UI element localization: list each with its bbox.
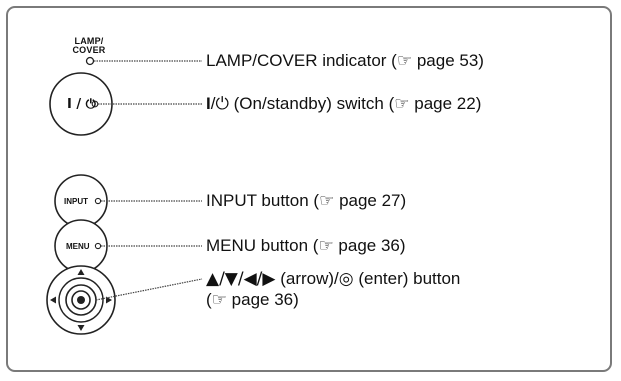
callout-lamp: LAMP/COVER indicator (☞ page 53)	[206, 50, 484, 72]
power-icon: ⏻	[215, 94, 229, 114]
input-button-text: INPUT	[64, 197, 88, 206]
pointing-hand-icon: ☞	[396, 51, 413, 71]
callout-arrow-open: (	[206, 290, 212, 309]
lamp-indicator	[85, 56, 202, 66]
callout-power: I/⏻ (On/standby) switch (☞ page 22)	[206, 93, 481, 115]
callout-arrow-glyphs: ▲/▼/◀/▶	[206, 269, 276, 289]
arrow-up-icon	[77, 269, 85, 275]
callout-lamp-open: (	[386, 51, 397, 70]
callout-arrow-name: (enter) button	[353, 269, 461, 288]
pointing-hand-icon: ☞	[318, 236, 334, 256]
callout-power-slash: /	[210, 94, 216, 113]
callout-input-ref: page 27	[339, 191, 401, 210]
callout-input-open: (	[308, 191, 320, 210]
callout-power-ref: page 22	[414, 94, 476, 113]
pointing-hand-icon: ☞	[211, 290, 227, 310]
callout-menu-name: MENU button	[206, 236, 309, 255]
power-switch	[49, 72, 202, 136]
lamp-cover-caption: LAMP/ COVER	[68, 37, 110, 55]
pointing-hand-icon: ☞	[319, 191, 335, 211]
pointing-hand-icon: ☞	[394, 94, 410, 114]
callout-input-close: )	[400, 191, 407, 210]
callout-input-name: INPUT button	[206, 191, 309, 210]
arrow-right-icon	[106, 296, 112, 304]
arrow-left-icon	[50, 296, 56, 304]
enter-icon: ◎	[338, 269, 354, 289]
callout-lamp-name: LAMP/COVER indicator	[206, 51, 387, 70]
arrow-enter-cluster	[46, 265, 203, 335]
callout-menu: MENU button (☞ page 36)	[206, 235, 406, 257]
callout-power-close: )	[475, 94, 482, 113]
lamp-caption-line2: COVER	[72, 45, 106, 55]
callout-power-bar: I	[206, 94, 211, 113]
callout-arrow: ▲/▼/◀/▶ (arrow)/◎ (enter) button	[206, 268, 460, 290]
leader-line-arrow	[95, 278, 203, 301]
callout-arrow-ref-line: (☞ page 36)	[206, 289, 299, 311]
callout-menu-ref: page 36	[338, 236, 400, 255]
callout-arrow-ref: page 36	[231, 290, 294, 309]
callout-input: INPUT button (☞ page 27)	[206, 190, 406, 212]
callout-lamp-ref: page 53	[416, 51, 479, 70]
menu-button-text: MENU	[66, 242, 90, 251]
callout-arrow-mid: (arrow)/	[275, 269, 339, 288]
callout-menu-open: (	[308, 236, 319, 255]
callout-lamp-close: )	[478, 51, 484, 70]
arrow-down-icon	[77, 325, 85, 331]
lamp-caption-line1: LAMP/	[74, 36, 104, 46]
power-button-glyph: I / ⏻	[67, 97, 96, 112]
callout-power-open: (	[383, 94, 395, 113]
callout-power-name: (On/standby) switch	[228, 94, 384, 113]
callout-arrow-close: )	[293, 290, 299, 309]
callout-menu-close: )	[399, 236, 406, 255]
